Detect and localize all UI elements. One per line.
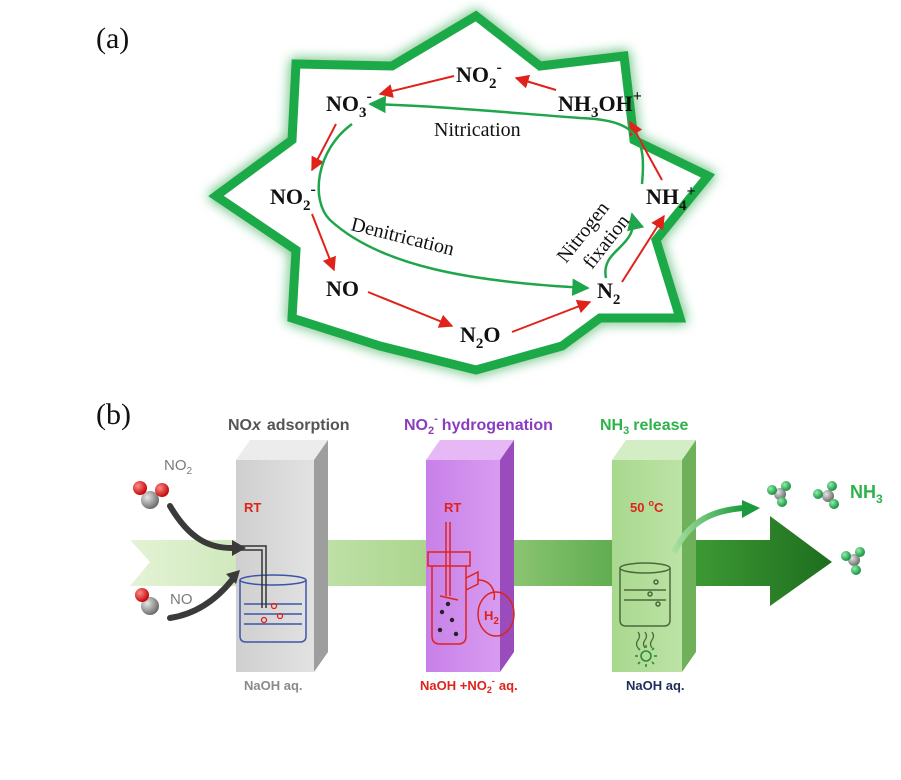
- arrow-n2o-to-n2: [511, 299, 592, 333]
- nh3-molecule-1: [767, 481, 791, 507]
- nh3-label: NH3: [850, 482, 883, 506]
- arrow-denitrication: [317, 122, 590, 296]
- species-no2-top: NO2-: [456, 59, 502, 92]
- stage2-reactor: [427, 522, 496, 645]
- arrow-nitrication: [368, 95, 645, 185]
- arrow-no2-to-no: [311, 213, 336, 272]
- no2-inflow-arrowhead: [232, 540, 246, 556]
- svg-text:H2: H2: [484, 608, 499, 627]
- species-no2-left: NO2-: [270, 181, 316, 214]
- species-n2: N2: [597, 278, 620, 308]
- no-label: NO: [170, 591, 193, 608]
- stage1-bottom-label: NaOH aq.: [244, 678, 303, 693]
- no-inflow-arrow: [167, 577, 235, 621]
- species-no: NO: [326, 276, 359, 301]
- red-arrows: [311, 74, 665, 333]
- stage3-bottom-label: NaOH aq.: [626, 678, 685, 693]
- no2-molecule: [133, 481, 169, 509]
- stage2-catalyst-dots: [437, 601, 459, 637]
- no2-inflow-arrow: [167, 503, 235, 551]
- stage2-bottom-label: NaOH +NO2-aq.: [420, 676, 518, 695]
- stage3-heat-waves: [635, 631, 655, 649]
- arrow-nitrogen-fixation: [604, 212, 645, 279]
- stage2-title: NO2-hydrogenation: [404, 413, 553, 437]
- species-nh4: NH4+: [646, 183, 696, 214]
- label-nitrication: Nitrication: [434, 119, 521, 141]
- arrow-n2-to-nh4: [621, 214, 665, 283]
- species-nh3oh: NH3OH+: [558, 88, 642, 121]
- panel-a-label: (a): [96, 22, 129, 55]
- stage2-rt: RT: [444, 500, 461, 515]
- nh3-molecule-3: [841, 547, 865, 575]
- no-inflow-arrowhead: [226, 570, 240, 584]
- nh3-molecule-2: [813, 481, 839, 509]
- arrow-no2-to-no3: [378, 75, 455, 98]
- stage1-rt: RT: [244, 500, 261, 515]
- arrow-no3-to-no2: [311, 123, 337, 172]
- arrow-nh3oh-to-no2: [514, 74, 557, 91]
- no-molecule: [135, 588, 159, 615]
- no2-label: NO2: [164, 457, 193, 477]
- arrow-no-to-n2o: [367, 291, 454, 328]
- green-arrows: [317, 95, 645, 296]
- arrow-nh4-to-nh3oh: [629, 120, 663, 181]
- stage1-bubbles: [260, 602, 284, 624]
- stage3-beaker: [619, 562, 671, 627]
- nh3-outflow-arrowhead: [742, 500, 760, 518]
- species-n2o: N2O: [460, 322, 501, 352]
- stage3-heater-icon: [635, 645, 657, 667]
- stage2-h2-bubble: H2: [477, 591, 515, 637]
- nh3-outflow-arrow: [671, 505, 745, 554]
- stage1-box: [236, 440, 328, 672]
- panel-b-label: (b): [96, 398, 131, 431]
